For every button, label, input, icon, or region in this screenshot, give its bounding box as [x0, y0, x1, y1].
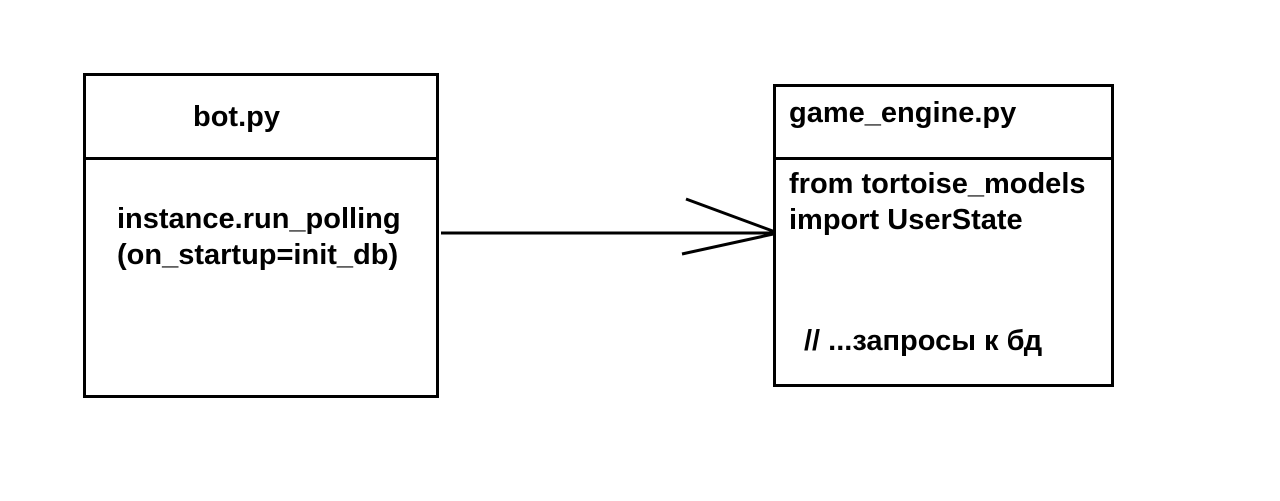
bot-py-box: bot.py instance.run_polling (on_startup=…	[83, 73, 439, 398]
bot-py-box-header: bot.py	[86, 76, 436, 160]
bot-py-body-line-1: instance.run_polling	[117, 203, 401, 235]
bot-py-title: bot.py	[193, 101, 280, 133]
game-engine-py-box-header: game_engine.py	[776, 87, 1111, 160]
game-engine-py-box: game_engine.py from tortoise_models impo…	[773, 84, 1114, 387]
game-engine-py-comment: // ...запросы к бд	[804, 325, 1043, 357]
game-engine-py-body-line-1: from tortoise_models	[789, 168, 1086, 200]
game-engine-py-body-line-2: import UserState	[789, 204, 1023, 236]
bot-py-body-line-2: (on_startup=init_db)	[117, 239, 399, 271]
game-engine-py-title: game_engine.py	[789, 97, 1017, 129]
arrow-head-icon	[681, 197, 784, 256]
